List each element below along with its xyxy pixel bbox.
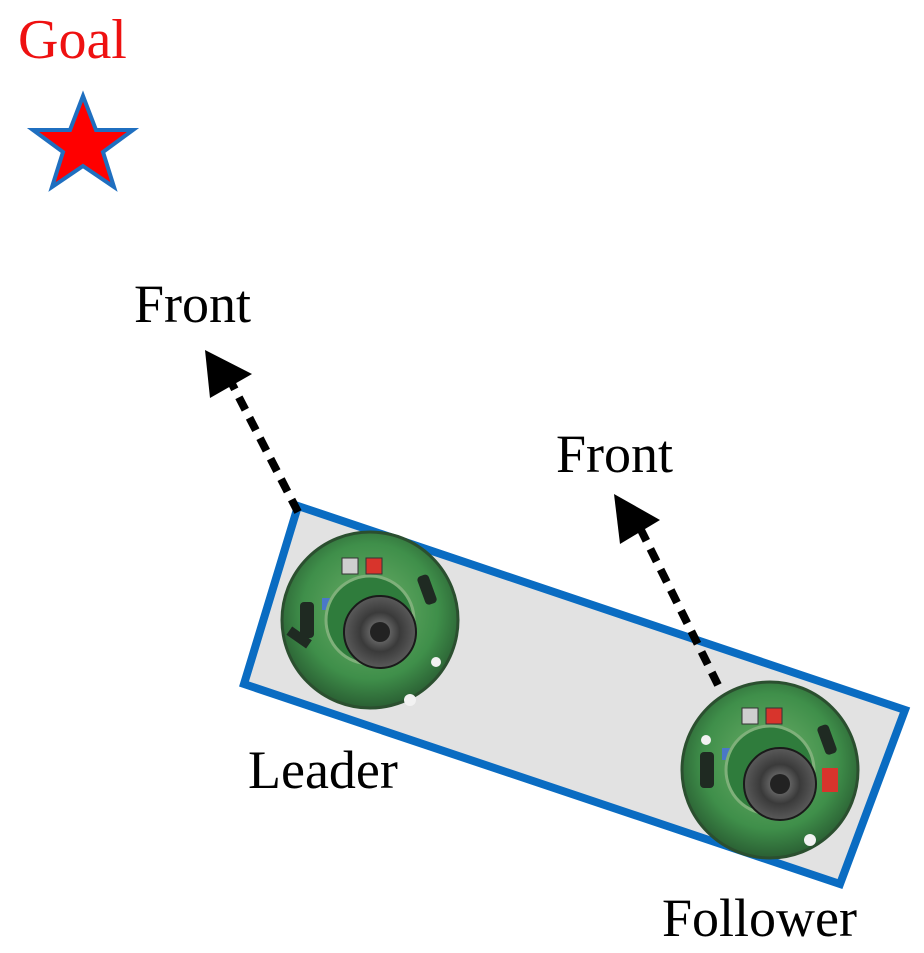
star-icon [26, 90, 140, 192]
goal-label: Goal [18, 9, 127, 71]
leader-label: Leader [248, 740, 398, 800]
follower-label: Follower [662, 888, 857, 948]
mobile-robot-icon [680, 680, 860, 860]
follower-robot [680, 680, 860, 860]
leader-front-label: Front [134, 274, 251, 334]
leader-robot [280, 530, 460, 710]
dashed-arrow-icon [205, 350, 252, 398]
follower-front-arrow [614, 494, 722, 687]
mobile-robot-icon [280, 530, 460, 710]
follower-front-label: Front [556, 424, 673, 484]
dashed-arrow-icon [614, 494, 660, 544]
leader-front-arrow [205, 350, 302, 514]
